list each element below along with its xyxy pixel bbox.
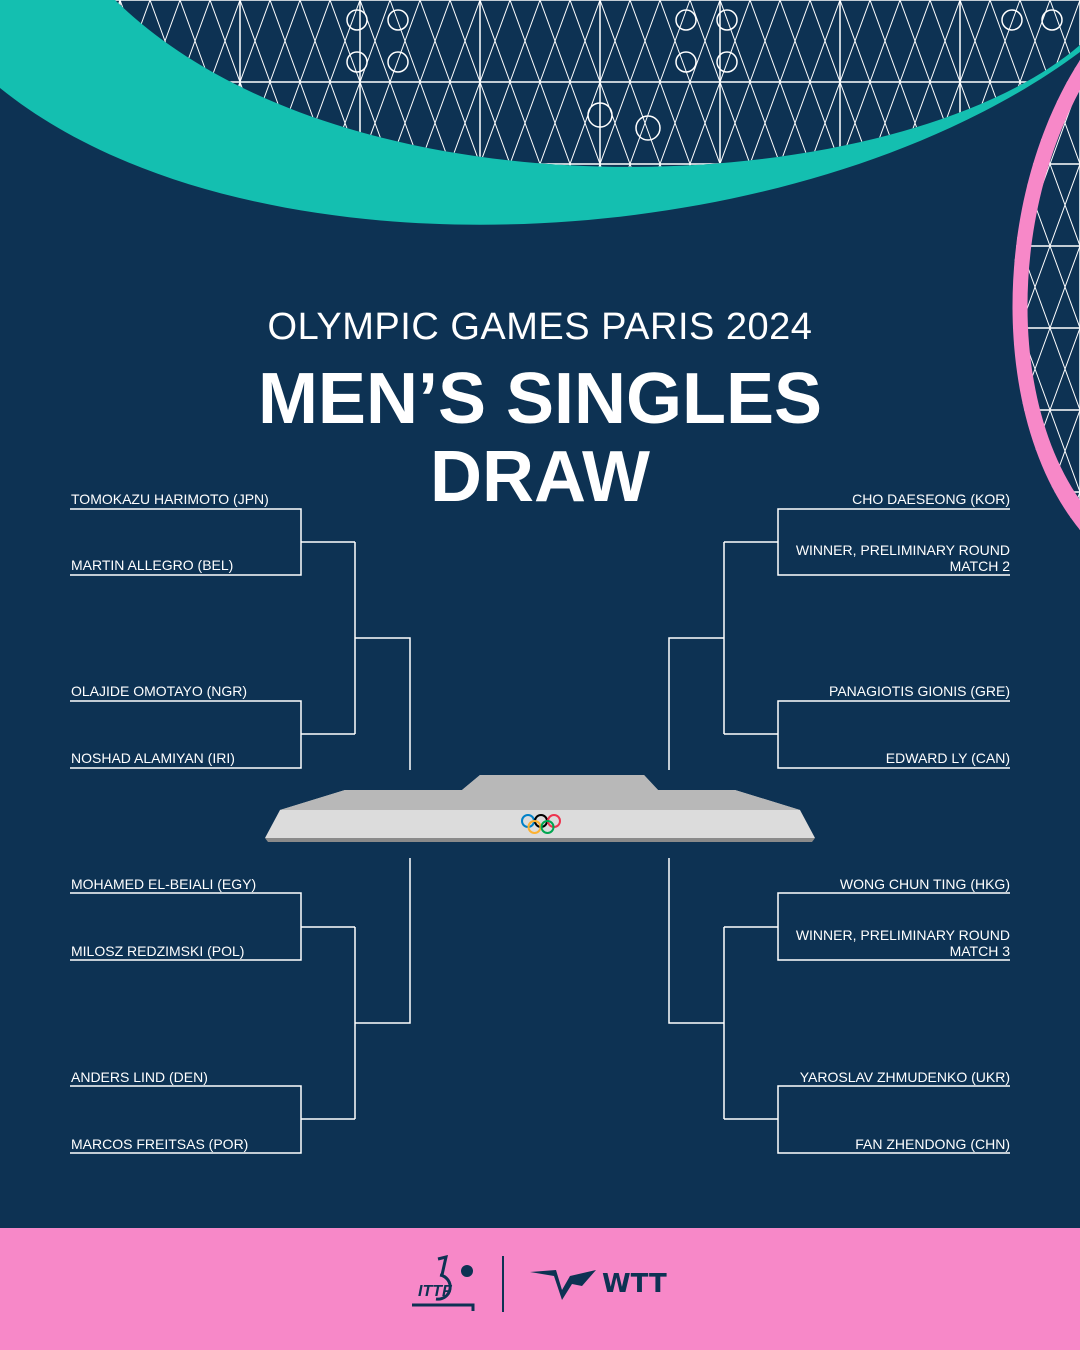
player-name: WINNER, PRELIMINARY ROUND bbox=[795, 542, 1010, 558]
bracket-lines bbox=[70, 508, 1010, 1154]
ittf-logo: ITTF bbox=[410, 1255, 476, 1313]
player-name: YAROSLAV ZHMUDENKO (UKR) bbox=[799, 1069, 1010, 1085]
player-name: MATCH 3 bbox=[949, 943, 1010, 959]
player-name: WINNER, PRELIMINARY ROUND bbox=[795, 927, 1010, 943]
player-name: MARTIN ALLEGRO (BEL) bbox=[71, 557, 234, 573]
event-title: OLYMPIC GAMES PARIS 2024 bbox=[267, 306, 813, 348]
footer: ITTF WTT bbox=[0, 1228, 1080, 1350]
wtt-wing-icon bbox=[530, 1270, 596, 1300]
wtt-logo-text: WTT bbox=[602, 1269, 667, 1299]
player-name: NOSHAD ALAMIYAN (IRI) bbox=[71, 750, 235, 766]
teal-swoosh bbox=[0, 0, 1080, 225]
player-name: FAN ZHENDONG (CHN) bbox=[855, 1136, 1010, 1152]
ittf-logo-text: ITTF bbox=[418, 1283, 452, 1300]
pink-arc bbox=[1012, 60, 1080, 530]
logo-divider bbox=[502, 1256, 504, 1312]
podium bbox=[265, 775, 815, 842]
player-name: WONG CHUN TING (HKG) bbox=[839, 876, 1010, 892]
player-name: OLAJIDE OMOTAYO (NGR) bbox=[71, 683, 248, 699]
title-line-2: DRAW bbox=[430, 437, 650, 517]
olympic-rings-icon bbox=[521, 814, 561, 834]
title-line-1: MEN’S SINGLES bbox=[257, 359, 823, 439]
player-name: TOMOKAZU HARIMOTO (JPN) bbox=[71, 491, 269, 507]
wtt-logo: WTT bbox=[530, 1264, 667, 1304]
player-name: MOHAMED EL-BEIALI (EGY) bbox=[71, 876, 257, 892]
player-name: PANAGIOTIS GIONIS (GRE) bbox=[829, 683, 1010, 699]
player-name: ANDERS LIND (DEN) bbox=[71, 1069, 208, 1085]
page-title: MEN’S SINGLES DRAW bbox=[0, 360, 1080, 516]
player-name: EDWARD LY (CAN) bbox=[885, 750, 1010, 766]
player-name: CHO DAESEONG (KOR) bbox=[852, 491, 1010, 507]
player-name: MARCOS FREITSAS (POR) bbox=[71, 1136, 249, 1152]
player-name: MATCH 2 bbox=[949, 558, 1010, 574]
player-name: MILOSZ REDZIMSKI (POL) bbox=[71, 943, 245, 959]
